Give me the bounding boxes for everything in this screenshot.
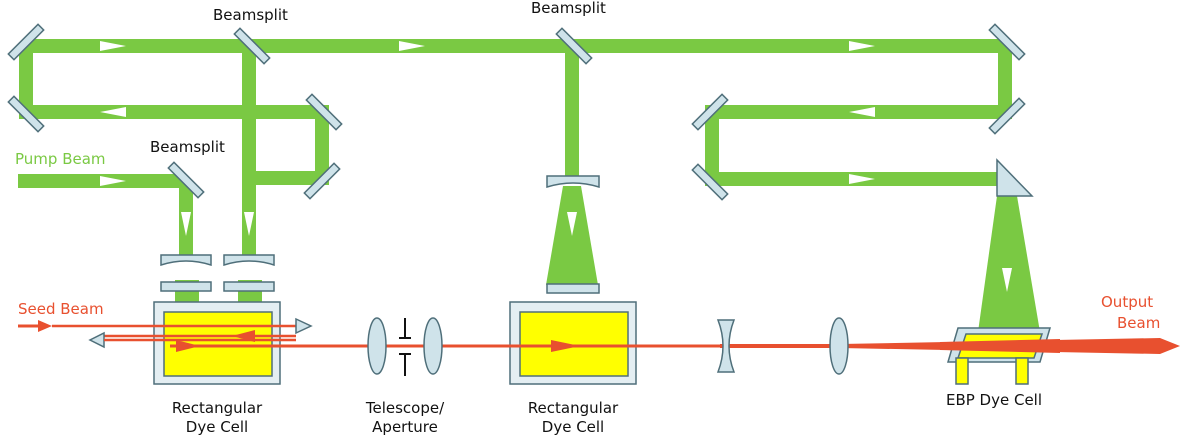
seed-direction-arrow [551,340,580,352]
ebp-leg [955,357,969,385]
cell-2-label: Dye Cell [542,418,604,436]
lens-icon [546,175,600,189]
arrow-left-1 [100,107,126,117]
dye-volume [519,311,629,377]
lens-icon [423,317,443,375]
lens-icon [160,254,212,267]
telescope-label: Telescope/ [365,399,445,417]
arrow-right-2 [399,41,425,51]
ebp-cell-label: EBP Dye Cell [946,391,1042,409]
arrow-right-1 [100,41,126,51]
lens-icon [546,283,600,294]
arrow-down-3 [567,212,577,236]
pump-beam-cone-ebp [978,196,1040,332]
seed-beam-label: Seed Beam [18,300,104,318]
arrow-right-5 [849,174,875,184]
telescope-aperture [367,317,443,376]
rectangular-dye-cell-1 [153,301,281,385]
retroreflector-right [295,317,313,335]
mirror-icon [7,23,45,61]
output-beam-label: Output [1101,293,1153,311]
mirrors [7,23,1034,201]
cell-2-label: Rectangular [528,399,619,417]
pump-lenses [160,175,600,294]
beamsplit-label: Beamsplit [531,0,606,17]
mirror-icon [988,97,1026,135]
pump-beam-paths [18,39,1040,332]
seed-direction-arrow [176,340,200,352]
prism-icon [996,158,1034,197]
seed-direction-arrow [232,330,255,342]
output-beam-label: Beam [1117,314,1160,332]
ebp-leg [1015,357,1029,385]
lens-icon [367,317,387,375]
pump-direction-arrows [100,41,1012,292]
mirror-icon [7,95,45,133]
mirror-icon [305,93,343,131]
arrow-right-3 [849,41,875,51]
lens-icon [160,281,212,292]
lens-icon [716,319,736,373]
lens-icon [223,281,275,292]
beamsplit-label: Beamsplit [213,6,288,24]
arrow-right-4 [100,176,126,186]
beamsplitter-icon [167,161,205,199]
output-beam-through-ebp [940,339,1060,353]
mirror-icon [691,93,729,131]
cell-1-label: Dye Cell [186,418,248,436]
telescope-label: Aperture [372,418,438,436]
beamsplit-label: Beamsplit [150,138,225,156]
lens-icon [223,254,275,267]
arrow-down-2 [244,212,254,236]
lens-icon [829,317,849,375]
arrow-down-1 [181,212,191,236]
mirror-icon [988,23,1026,61]
beamsplitter-icon [555,27,593,65]
labels: Beamsplit Beamsplit Beamsplit Pump Beam … [15,0,1160,436]
retroreflector-left [88,331,105,349]
ebp-dye-cell [940,327,1060,385]
arrow-down-4 [1002,268,1012,292]
arrow-left-2 [849,107,875,117]
beamsplitter-icon [233,27,271,65]
pump-beam-label: Pump Beam [15,150,106,168]
seed-arrow-head [38,320,52,332]
output-lenses [716,317,849,375]
mirror-icon [691,163,729,201]
cell-1-label: Rectangular [172,399,263,417]
mirror-icon [303,162,341,200]
rectangular-dye-cell-2 [509,301,637,385]
